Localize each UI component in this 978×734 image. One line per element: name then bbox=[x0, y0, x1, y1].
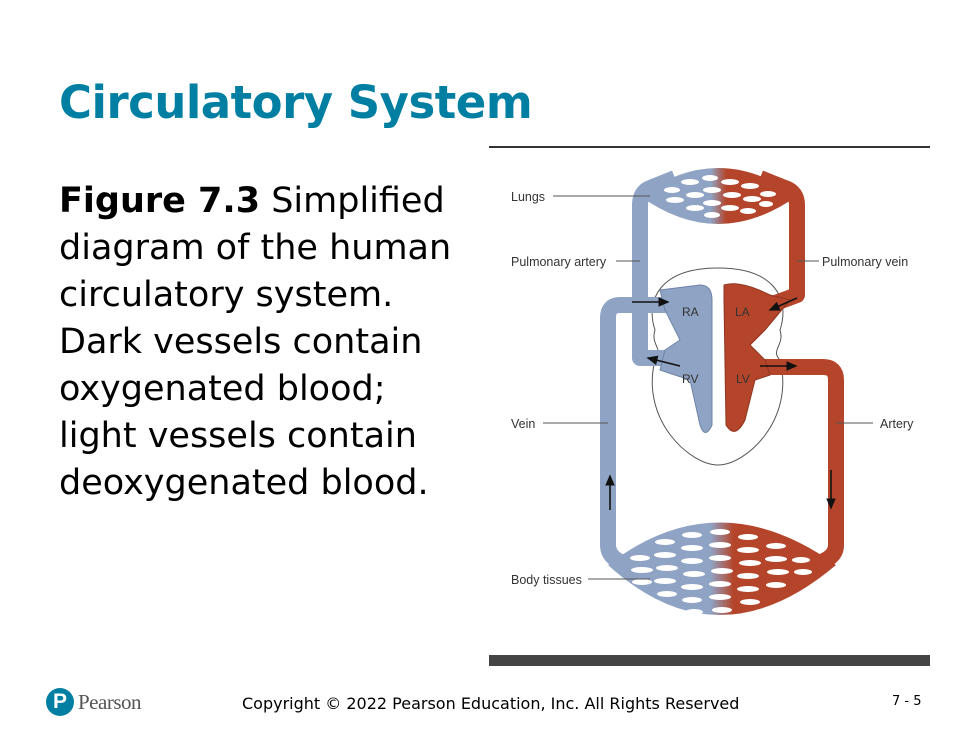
label-pulmonary-vein: Pulmonary vein bbox=[822, 255, 908, 269]
label-lv: LV bbox=[736, 372, 750, 386]
arrow-out-rv bbox=[646, 355, 681, 367]
page-number: 7 - 5 bbox=[892, 694, 922, 709]
oxygenated-vessels bbox=[757, 170, 844, 573]
label-body-tissues: Body tissues bbox=[511, 573, 582, 587]
caption-text: Simplified diagram of the human circulat… bbox=[59, 181, 452, 503]
left-heart bbox=[723, 283, 791, 432]
copyright-text: Copyright © 2022 Pearson Education, Inc.… bbox=[242, 694, 740, 713]
arrow-into-la bbox=[768, 297, 798, 311]
label-pulmonary-artery: Pulmonary artery bbox=[511, 255, 607, 269]
figure-caption: Figure 7.3 Simplified diagram of the hum… bbox=[59, 178, 459, 507]
pearson-p-icon: P bbox=[46, 688, 74, 716]
label-artery: Artery bbox=[880, 417, 914, 431]
lungs-capillary-bed bbox=[640, 168, 797, 224]
page-title: Circulatory System bbox=[59, 76, 533, 129]
leader-lines bbox=[543, 195, 873, 580]
pearson-logo: P Pearson bbox=[46, 688, 142, 716]
heart-outline bbox=[651, 267, 784, 466]
right-heart bbox=[659, 284, 713, 433]
label-ra: RA bbox=[682, 305, 699, 319]
label-la: LA bbox=[735, 305, 750, 319]
label-vein: Vein bbox=[511, 417, 535, 431]
flow-arrows bbox=[605, 297, 836, 510]
pearson-logo-text: Pearson bbox=[78, 689, 142, 714]
figure-bottom-rule bbox=[489, 655, 930, 666]
body-tissues-capillary-bed bbox=[608, 522, 836, 615]
label-lungs: Lungs bbox=[511, 190, 545, 204]
figure-label: Figure 7.3 bbox=[59, 181, 261, 221]
label-rv: RV bbox=[682, 372, 698, 386]
